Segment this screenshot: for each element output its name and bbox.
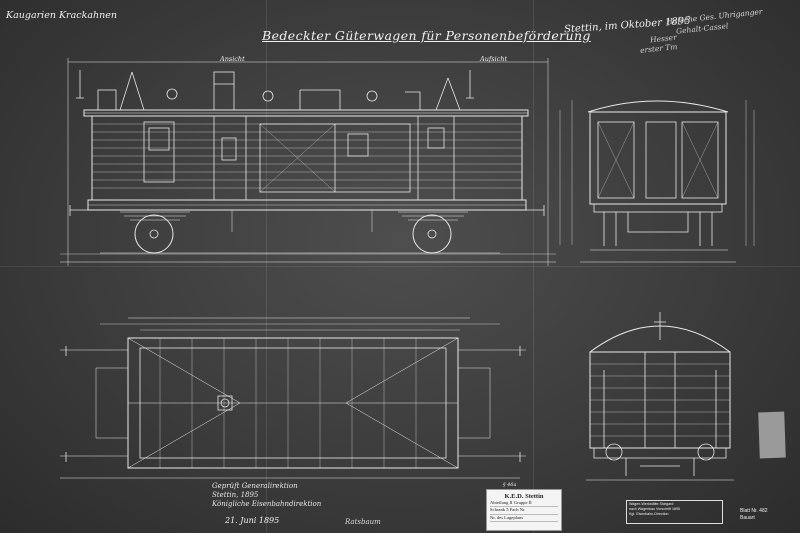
fold-line [0,266,800,267]
signer-name: Ratsbaum [345,518,381,526]
sheet-number: Blatt Nr. 482 Bauart [740,508,768,522]
stamp-row: Abteilung II Gruppe II [490,500,558,508]
end-elevation [580,100,755,263]
title-block-line: Kgl. Eisenbahn-Direction [629,512,669,516]
approval-date: 21. Juni 1895 [225,516,280,525]
fold-line [533,0,534,533]
fold-line [266,0,267,533]
archive-stamp: K.E.D. Stettin Abteilung II Gruppe II Sc… [486,489,562,531]
railway-name: Kaugarien Krackahnen [6,10,117,21]
approval-line: Geprüft Generalirektion [212,482,298,490]
approval-note: Geprüft Generalirektion Stettin, 1895 Kö… [212,482,321,509]
sheet-number-line: Bauart [740,515,755,521]
stamp-organization: K.E.D. Stettin [504,493,544,500]
title-block-line: Wagen-Werkstätte Stargard [629,502,674,506]
title-block-line: nach Wagenbau Vorschrift 1895 [629,507,681,511]
stamp-row: Nr. des Lageplans [490,515,558,522]
stamp-row: Schrank 5 Fach Nr. [490,507,558,515]
approval-line: Stettin, 1895 [212,491,259,499]
sheet-number-line: Blatt Nr. 482 [740,508,768,514]
title-block: Wagen-Werkstätte Stargard nach Wagenbau … [626,500,723,524]
approval-line: Königliche Eisenbahndirektion [212,500,322,508]
top-view-label: Aufsicht [480,55,508,63]
side-elevation [60,58,573,266]
cross-section [586,312,734,481]
stamp-badge: § 46a [503,482,517,488]
plan-view [60,317,526,479]
paper-label [758,411,786,459]
drawing-title: Bedeckter Güterwagen für Personenbeförde… [262,28,591,43]
side-view-label: Ansicht [220,55,245,63]
